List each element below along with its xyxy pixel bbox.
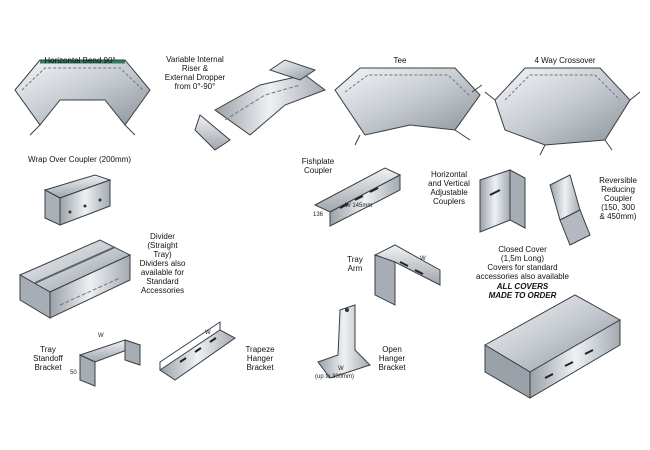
covers-made-to-order-label: ALL COVERS MADE TO ORDER <box>488 282 557 300</box>
standoff-h-dim: 50 <box>70 370 77 376</box>
tray-arm-label: Tray Arm <box>347 255 363 273</box>
crossover-illustration <box>484 67 641 156</box>
wrap-over-coupler-label: Wrap Over Coupler (200mm) <box>28 155 131 164</box>
trapeze-hanger-illustration <box>159 321 236 381</box>
straight-tray-divider-illustration <box>18 239 132 319</box>
trapeze-w-dim: W <box>205 330 211 336</box>
fishplate-length-dim: 136 <box>313 212 324 218</box>
fishplate-coupler-illustration <box>313 167 402 227</box>
open-hanger-illustration <box>317 304 371 379</box>
closed-cover-label: Closed Cover (1,5m Long) Covers for stan… <box>476 245 569 281</box>
tee-illustration <box>334 67 483 146</box>
closed-cover-illustration <box>484 294 622 399</box>
tee-label: Tee <box>393 56 407 65</box>
open-hanger-w-dim: W <box>338 366 344 372</box>
standoff-w-dim: W <box>98 333 104 339</box>
tray-arm-illustration <box>373 244 441 306</box>
fishplate-coupler-label: Fishplate Coupler <box>301 157 335 175</box>
open-hanger-range-dim: (up to 300mm) <box>315 374 355 380</box>
reversible-coupler-label: Reversible Reducing Coupler (150, 300 & … <box>599 176 637 221</box>
tray-arm-w-dim: W <box>420 256 426 262</box>
reversible-coupler-illustration <box>549 174 591 246</box>
horizontal-bend-illustration <box>14 59 151 136</box>
divider-label: Divider (Straight Tray) Dividers also av… <box>139 232 186 295</box>
variable-riser-label: Variable Internal Riser & External Dropp… <box>164 55 226 91</box>
crossover-label: 4 Way Crossover <box>534 56 596 65</box>
trapeze-hanger-label: Trapeze Hanger Bracket <box>245 345 275 372</box>
adjustable-coupler-illustration <box>479 169 526 233</box>
tray-standoff-label: Tray Standoff Bracket <box>33 345 63 372</box>
variable-riser-illustration <box>194 59 327 151</box>
wrap-over-coupler-illustration <box>43 174 112 226</box>
fishplate-width-dim: W 145mm <box>345 203 373 209</box>
tray-standoff-bracket-illustration <box>78 339 142 387</box>
adjustable-coupler-label: Horizontal and Vertical Adjustable Coupl… <box>428 170 470 206</box>
horizontal-bend-label: Horizontal Bend 90° <box>44 56 116 65</box>
open-hanger-label: Open Hanger Bracket <box>378 345 406 372</box>
